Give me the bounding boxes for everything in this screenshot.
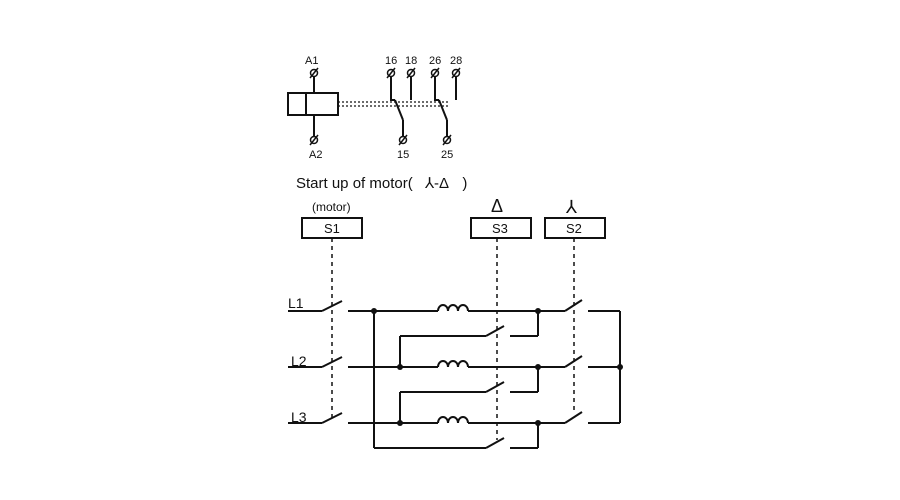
star-point xyxy=(598,310,621,424)
diagram-title: Start up of motor( ⅄-Δ ) xyxy=(296,175,467,192)
line-l3-label: L3 xyxy=(291,409,307,425)
winding-3 xyxy=(400,416,565,424)
delta-bus xyxy=(373,311,486,449)
changeover-contact-1 xyxy=(390,77,412,136)
winding-2 xyxy=(400,360,565,368)
motor-note: (motor) xyxy=(312,200,351,214)
terminal-28-label: 28 xyxy=(450,55,462,67)
s1-contact-l1 xyxy=(288,300,374,312)
terminal-28-icon xyxy=(451,67,461,79)
terminal-25-icon xyxy=(442,134,452,146)
s1-box: S1 xyxy=(301,217,363,239)
changeover-contact-2 xyxy=(434,77,457,136)
star-symbol: ⅄ xyxy=(566,197,578,217)
terminal-a2-label: A2 xyxy=(309,149,322,161)
s2-box: S2 xyxy=(544,217,606,239)
junction-dot xyxy=(617,364,623,370)
s2-label: S2 xyxy=(566,221,582,236)
relay-coil xyxy=(287,92,339,116)
terminal-18-label: 18 xyxy=(405,55,417,67)
terminal-26-label: 26 xyxy=(429,55,441,67)
terminal-a2-icon xyxy=(309,134,319,146)
terminal-15-label: 15 xyxy=(397,149,409,161)
junction-dot xyxy=(371,308,377,314)
relay-symbol: A1 A2 16 18 xyxy=(287,55,462,161)
title-suffix: ) xyxy=(462,175,467,192)
delta-symbol: Δ xyxy=(491,196,503,216)
s2-contact-1 xyxy=(564,299,598,312)
s2-contact-3 xyxy=(564,411,598,424)
junction-dot xyxy=(535,364,541,370)
s3-label: S3 xyxy=(492,221,508,236)
s1-label: S1 xyxy=(324,221,340,236)
terminal-26-icon xyxy=(430,67,440,79)
s2-contact-2 xyxy=(564,355,598,368)
line-l1-label: L1 xyxy=(288,295,304,311)
line-l2-label: L2 xyxy=(291,353,307,369)
terminal-a1-icon xyxy=(309,67,319,79)
s3-contact-2 xyxy=(485,381,538,393)
s3-box: S3 xyxy=(470,217,532,239)
junction-dot xyxy=(397,420,403,426)
terminal-a1-label: A1 xyxy=(305,55,318,67)
junction-dot xyxy=(535,420,541,426)
terminal-25-label: 25 xyxy=(441,149,453,161)
terminal-16-label: 16 xyxy=(385,55,397,67)
title-mode: ⅄-Δ xyxy=(424,175,449,192)
terminal-18-icon xyxy=(406,67,416,79)
terminal-15-icon xyxy=(398,134,408,146)
junction-dot xyxy=(535,308,541,314)
s3-contact-3 xyxy=(485,437,538,449)
title-prefix: Start up of motor( xyxy=(296,175,413,192)
junction-dot xyxy=(397,364,403,370)
s3-contact-1 xyxy=(485,325,538,337)
terminal-16-icon xyxy=(386,67,396,79)
winding-1 xyxy=(374,304,565,312)
